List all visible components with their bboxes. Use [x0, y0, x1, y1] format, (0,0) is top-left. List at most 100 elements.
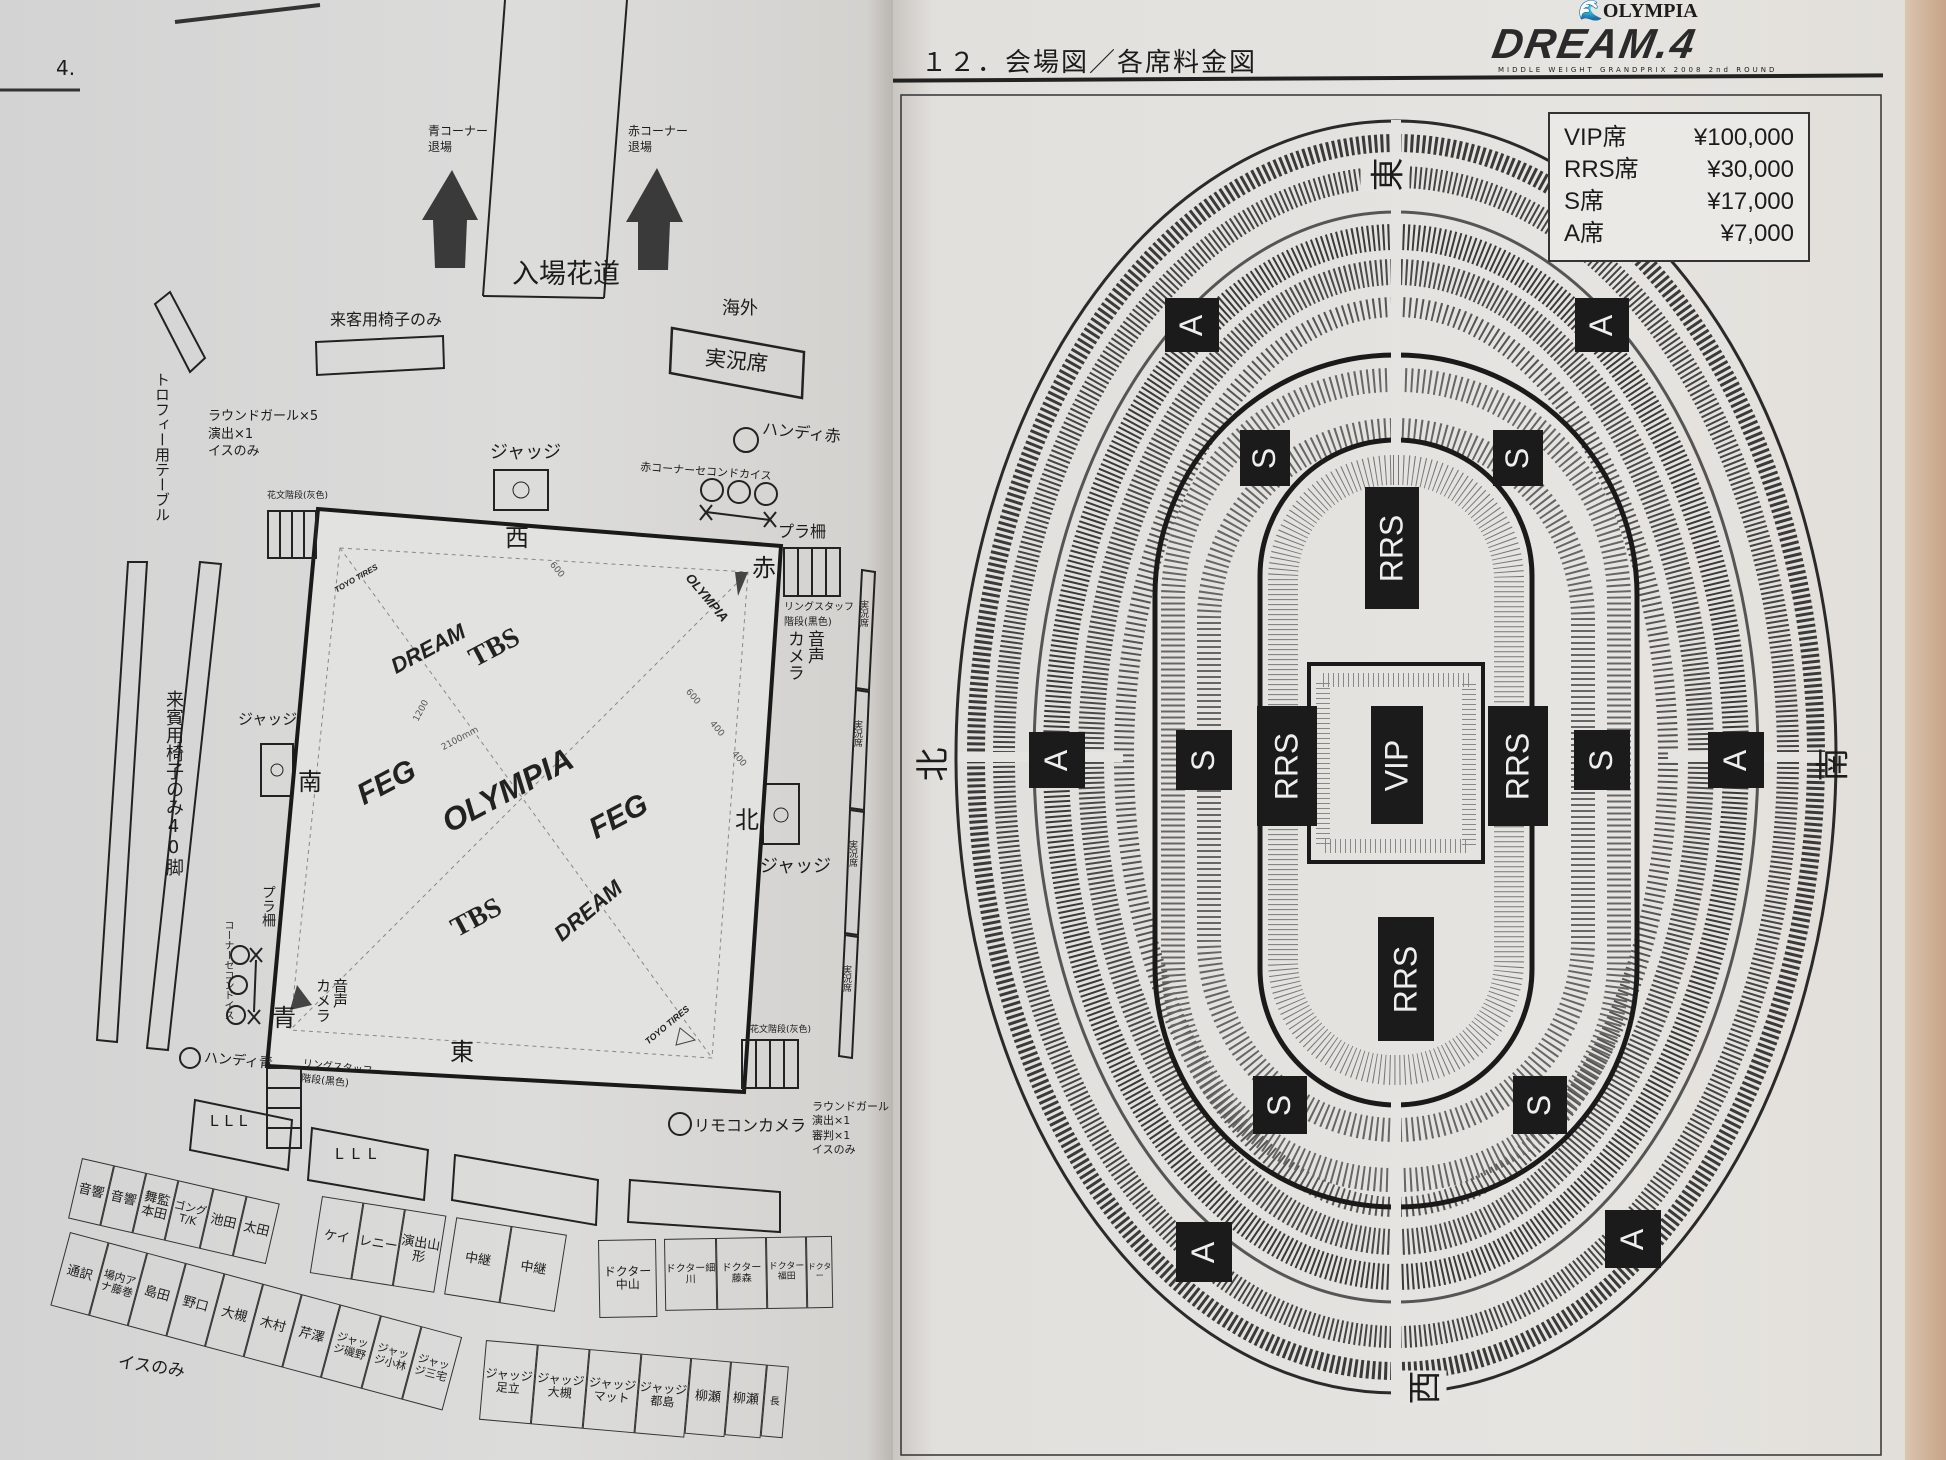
commentary-booth: 実況席: [858, 600, 868, 627]
round-girl-note-right: ラウンドガール 演出×1 審判×1 イスのみ: [812, 1100, 889, 1157]
seat-type: VIP席: [1564, 124, 1627, 151]
judge-label-north: ジャッジ: [760, 856, 832, 877]
seat-type: RRS席: [1564, 156, 1639, 183]
note-line: ラウンドガール: [812, 1100, 889, 1113]
overseas-label: 海外: [722, 298, 758, 319]
guest-chairs-label: 来客用椅子のみ: [330, 310, 443, 329]
zone-a-label: A: [1605, 1210, 1661, 1268]
commentary-booth: 実況席: [852, 720, 862, 747]
judge-label-south: ジャッジ: [238, 710, 298, 728]
zone-text: S: [1185, 749, 1222, 771]
flower-stairs-label: 花文階段(灰色): [267, 491, 329, 501]
seat-price: ¥17,000: [1707, 188, 1794, 215]
zone-a-label: A: [1176, 1222, 1232, 1282]
ring-layout-drawing: [0, 0, 877, 1234]
zone-text: RRS: [1373, 514, 1410, 582]
brand-subtitle: MIDDLE WEIGHT GRANDPRIX 2008 2nd ROUND: [1498, 66, 1778, 74]
entrance-label: 入場花道: [512, 259, 620, 290]
l-marks: LLL: [335, 1145, 384, 1163]
camera-label-blue: カメラ: [314, 978, 332, 1023]
l-mark: L: [335, 1145, 352, 1163]
l-mark: L: [210, 1112, 225, 1130]
table-seat: ジャッジ足立: [479, 1340, 538, 1425]
zone-text: A: [1185, 1241, 1222, 1263]
commentary-label: 実況席: [703, 345, 769, 377]
zone-text: VIP: [1378, 739, 1415, 791]
zone-a-label: A: [1708, 732, 1764, 788]
blue-exit-label: 青コーナー退場: [428, 124, 489, 154]
zone-text: S: [1246, 447, 1283, 469]
note-line: ラウンドガール×5: [208, 409, 319, 424]
zone-text: S: [1499, 447, 1536, 469]
l-mark: L: [238, 1112, 254, 1130]
page-heading: １２．会場図／各席料金図: [921, 48, 1258, 78]
plastic-fence-label-blue: プラ柵: [260, 885, 276, 927]
zone-text: S: [1583, 749, 1620, 771]
ring-side-east: 東: [450, 1038, 474, 1066]
note-line: イスのみ: [208, 444, 260, 460]
zone-s-label: S: [1253, 1076, 1307, 1134]
remote-camera-label: リモコンカメラ: [694, 1116, 807, 1135]
right-page-seating-chart: １２．会場図／各席料金図 🌊OLYMPIA DREAM.4 MIDDLE WEI…: [892, 0, 1905, 1460]
l-mark: L: [224, 1112, 239, 1130]
table-seat: ドクター福田: [765, 1236, 808, 1310]
zone-s-label: S: [1513, 1076, 1567, 1134]
table-seat: ジャッジマット: [582, 1349, 642, 1434]
note-line: 演出×1: [812, 1114, 851, 1128]
zone-s-label: S: [1493, 430, 1543, 486]
staff-stairs-label-red: リングスタッフ階段(黒色): [784, 602, 854, 628]
zone-a-label: A: [1029, 732, 1085, 788]
commentary-booth: 実況席: [847, 840, 857, 867]
table-row-c: ドクター中山 ドクター細川 ドクター藤森 ドクター福田 ドクター: [598, 1235, 834, 1318]
commentary-booth: 実況席: [841, 965, 851, 992]
zone-text: A: [1717, 749, 1754, 771]
left-page-ring-layout: 4. 入場花道 青コーナー退場 赤コーナー退場 来客用椅子のみ 海外 実況席 ト…: [0, 0, 893, 1460]
header-rule: [174, 3, 321, 24]
table-seat: ドクター: [805, 1235, 834, 1309]
price-table: VIP席¥100,000 RRS席¥30,000 S席¥17,000 A席¥7,…: [1548, 112, 1810, 262]
brand-sponsor-text: OLYMPIA: [1602, 0, 1698, 22]
zone-a-label: A: [1575, 298, 1629, 352]
background-surface: [1905, 0, 1946, 1460]
camera-label-red: カメラ: [784, 630, 804, 681]
l-mark: L: [351, 1145, 368, 1163]
zone-rrs-label: RRS: [1257, 706, 1317, 826]
trophy-table-label: トロフィー用テーブル: [153, 372, 171, 522]
plastic-fence-label: プラ柵: [778, 522, 827, 541]
table-seat: 柳瀬: [684, 1357, 732, 1438]
direction-north: 北: [913, 747, 954, 782]
zone-a-label: A: [1165, 298, 1219, 352]
l-mark: L: [367, 1145, 385, 1163]
table-seat: ドクター藤森: [715, 1237, 768, 1310]
judge-label-west: ジャッジ: [490, 442, 562, 463]
note-line: 審判×1: [812, 1128, 851, 1142]
note-line: イスのみ: [812, 1142, 856, 1156]
zone-rrs-label: RRS: [1365, 487, 1419, 609]
zone-text: RRS: [1387, 945, 1424, 1013]
zone-s-label: S: [1574, 730, 1630, 790]
ring-side-north: 北: [735, 806, 759, 834]
red-corner-label: 赤: [752, 554, 776, 582]
zone-vip-label: VIP: [1371, 706, 1423, 824]
brand-sponsor: 🌊OLYMPIA: [1578, 0, 1698, 22]
price-row: VIP席 ¥100,000: [1564, 122, 1794, 154]
ring-side-south: 南: [298, 768, 322, 796]
round-girls-note: ラウンドガール×5 演出×1 イスのみ: [208, 408, 318, 461]
zone-text: A: [1173, 314, 1210, 336]
page-number: 4.: [56, 56, 76, 80]
zone-text: S: [1521, 1094, 1558, 1116]
arrow-up-icon: [422, 170, 478, 268]
direction-south: 南: [1813, 747, 1854, 782]
price-row: A席¥7,000: [1564, 218, 1794, 250]
audio-label-red: 音声: [804, 630, 824, 664]
flower-stairs-label-east: 花文階段(灰色): [750, 1025, 812, 1035]
seat-price: ¥30,000: [1707, 156, 1794, 183]
price-row: RRS席 ¥30,000: [1564, 154, 1794, 186]
zone-s-label: S: [1176, 730, 1232, 790]
seat-price: ¥7,000: [1720, 220, 1794, 247]
direction-west: 西: [1397, 1370, 1447, 1405]
table-seat: ジャッジ大槻: [530, 1344, 590, 1429]
seat-price: ¥100,000: [1693, 124, 1794, 151]
zone-text: RRS: [1499, 732, 1536, 800]
vip-chairs-label: 来賓用椅子のみ40脚: [163, 690, 184, 876]
